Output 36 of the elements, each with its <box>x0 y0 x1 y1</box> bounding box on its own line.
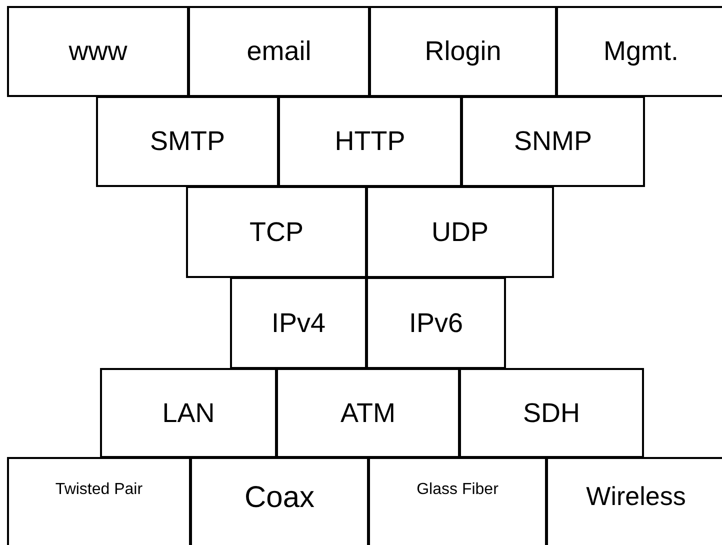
layer-box <box>96 96 279 187</box>
layer-box <box>190 457 369 545</box>
layer-label: HTTP <box>334 126 406 157</box>
layer-label: ATM <box>340 398 396 428</box>
layer-label: Rlogin <box>424 36 502 67</box>
layer-box <box>278 96 462 187</box>
layer-label: Coax <box>244 481 315 515</box>
layer-label: UDP <box>431 216 488 248</box>
layer-box <box>459 368 644 458</box>
layer-label: email <box>246 36 312 67</box>
layer-box <box>100 368 277 458</box>
layer-label: TCP <box>250 216 304 248</box>
layer-label: LAN <box>162 398 215 428</box>
layer-label: Mgmt. <box>603 36 678 67</box>
layer-label: IPv4 <box>271 308 326 338</box>
layer-box <box>230 277 367 369</box>
layer-box <box>366 277 506 369</box>
layer-label: www <box>68 36 128 67</box>
layer-box <box>186 186 367 278</box>
layer-box <box>366 186 554 278</box>
layer-box <box>188 6 370 97</box>
layer-label: SNMP <box>514 126 592 157</box>
layer-box <box>276 368 460 458</box>
layer-label: SDH <box>522 398 580 428</box>
layer-label: Twisted Pair <box>55 481 143 499</box>
layer-box <box>7 457 191 545</box>
layer-label: SMTP <box>150 126 225 157</box>
layer-box <box>369 6 557 97</box>
layer-box <box>461 96 645 187</box>
layer-box <box>368 457 547 545</box>
layer-box <box>546 457 722 545</box>
layer-label: IPv6 <box>408 308 464 338</box>
layer-label: Wireless <box>586 481 686 512</box>
layer-box <box>7 6 189 97</box>
layer-box <box>556 6 722 97</box>
layer-label: Glass Fiber <box>416 481 498 499</box>
